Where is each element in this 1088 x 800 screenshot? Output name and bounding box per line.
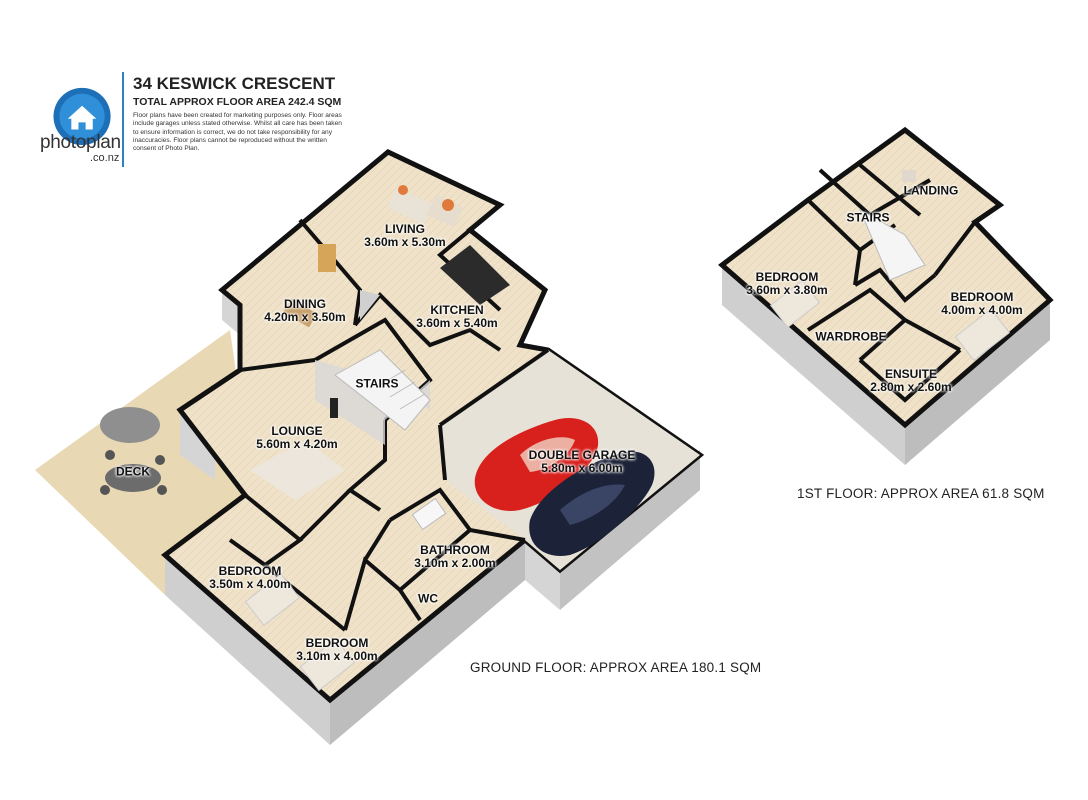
house-globe-icon xyxy=(53,87,111,145)
ground-floor-caption: GROUND FLOOR: APPROX AREA 180.1 SQM xyxy=(470,660,762,675)
brand-wordmark: photoplan xyxy=(40,132,121,153)
room-label-wc: WC xyxy=(418,591,438,606)
brand-domain: .co.nz xyxy=(90,152,120,164)
total-floor-area: TOTAL APPROX FLOOR AREA 242.4 SQM xyxy=(133,96,342,108)
room-label-stairs-ground: STAIRS xyxy=(355,376,399,391)
first-floor-plan xyxy=(718,126,1054,465)
first-floor-caption: 1ST FLOOR: APPROX AREA 61.8 SQM xyxy=(797,486,1045,501)
header-divider xyxy=(122,72,124,167)
ground-stairs xyxy=(334,349,431,431)
ground-floor-plan xyxy=(35,149,705,745)
dark-car xyxy=(529,451,655,556)
disclaimer-text: Floor plans have been created for market… xyxy=(133,112,342,153)
property-title: 34 KESWICK CRESCENT xyxy=(133,74,336,93)
header: photoplan .co.nz 34 KESWICK CRESCENT TOT… xyxy=(38,70,348,170)
deck-area xyxy=(35,330,245,595)
room-label-deck: DECK xyxy=(115,464,151,479)
red-car xyxy=(474,417,599,511)
room-label-stairs-first: STAIRS xyxy=(846,210,890,225)
room-label-wardrobe: WARDROBE xyxy=(815,329,887,344)
room-label-landing: LANDING xyxy=(903,183,959,198)
